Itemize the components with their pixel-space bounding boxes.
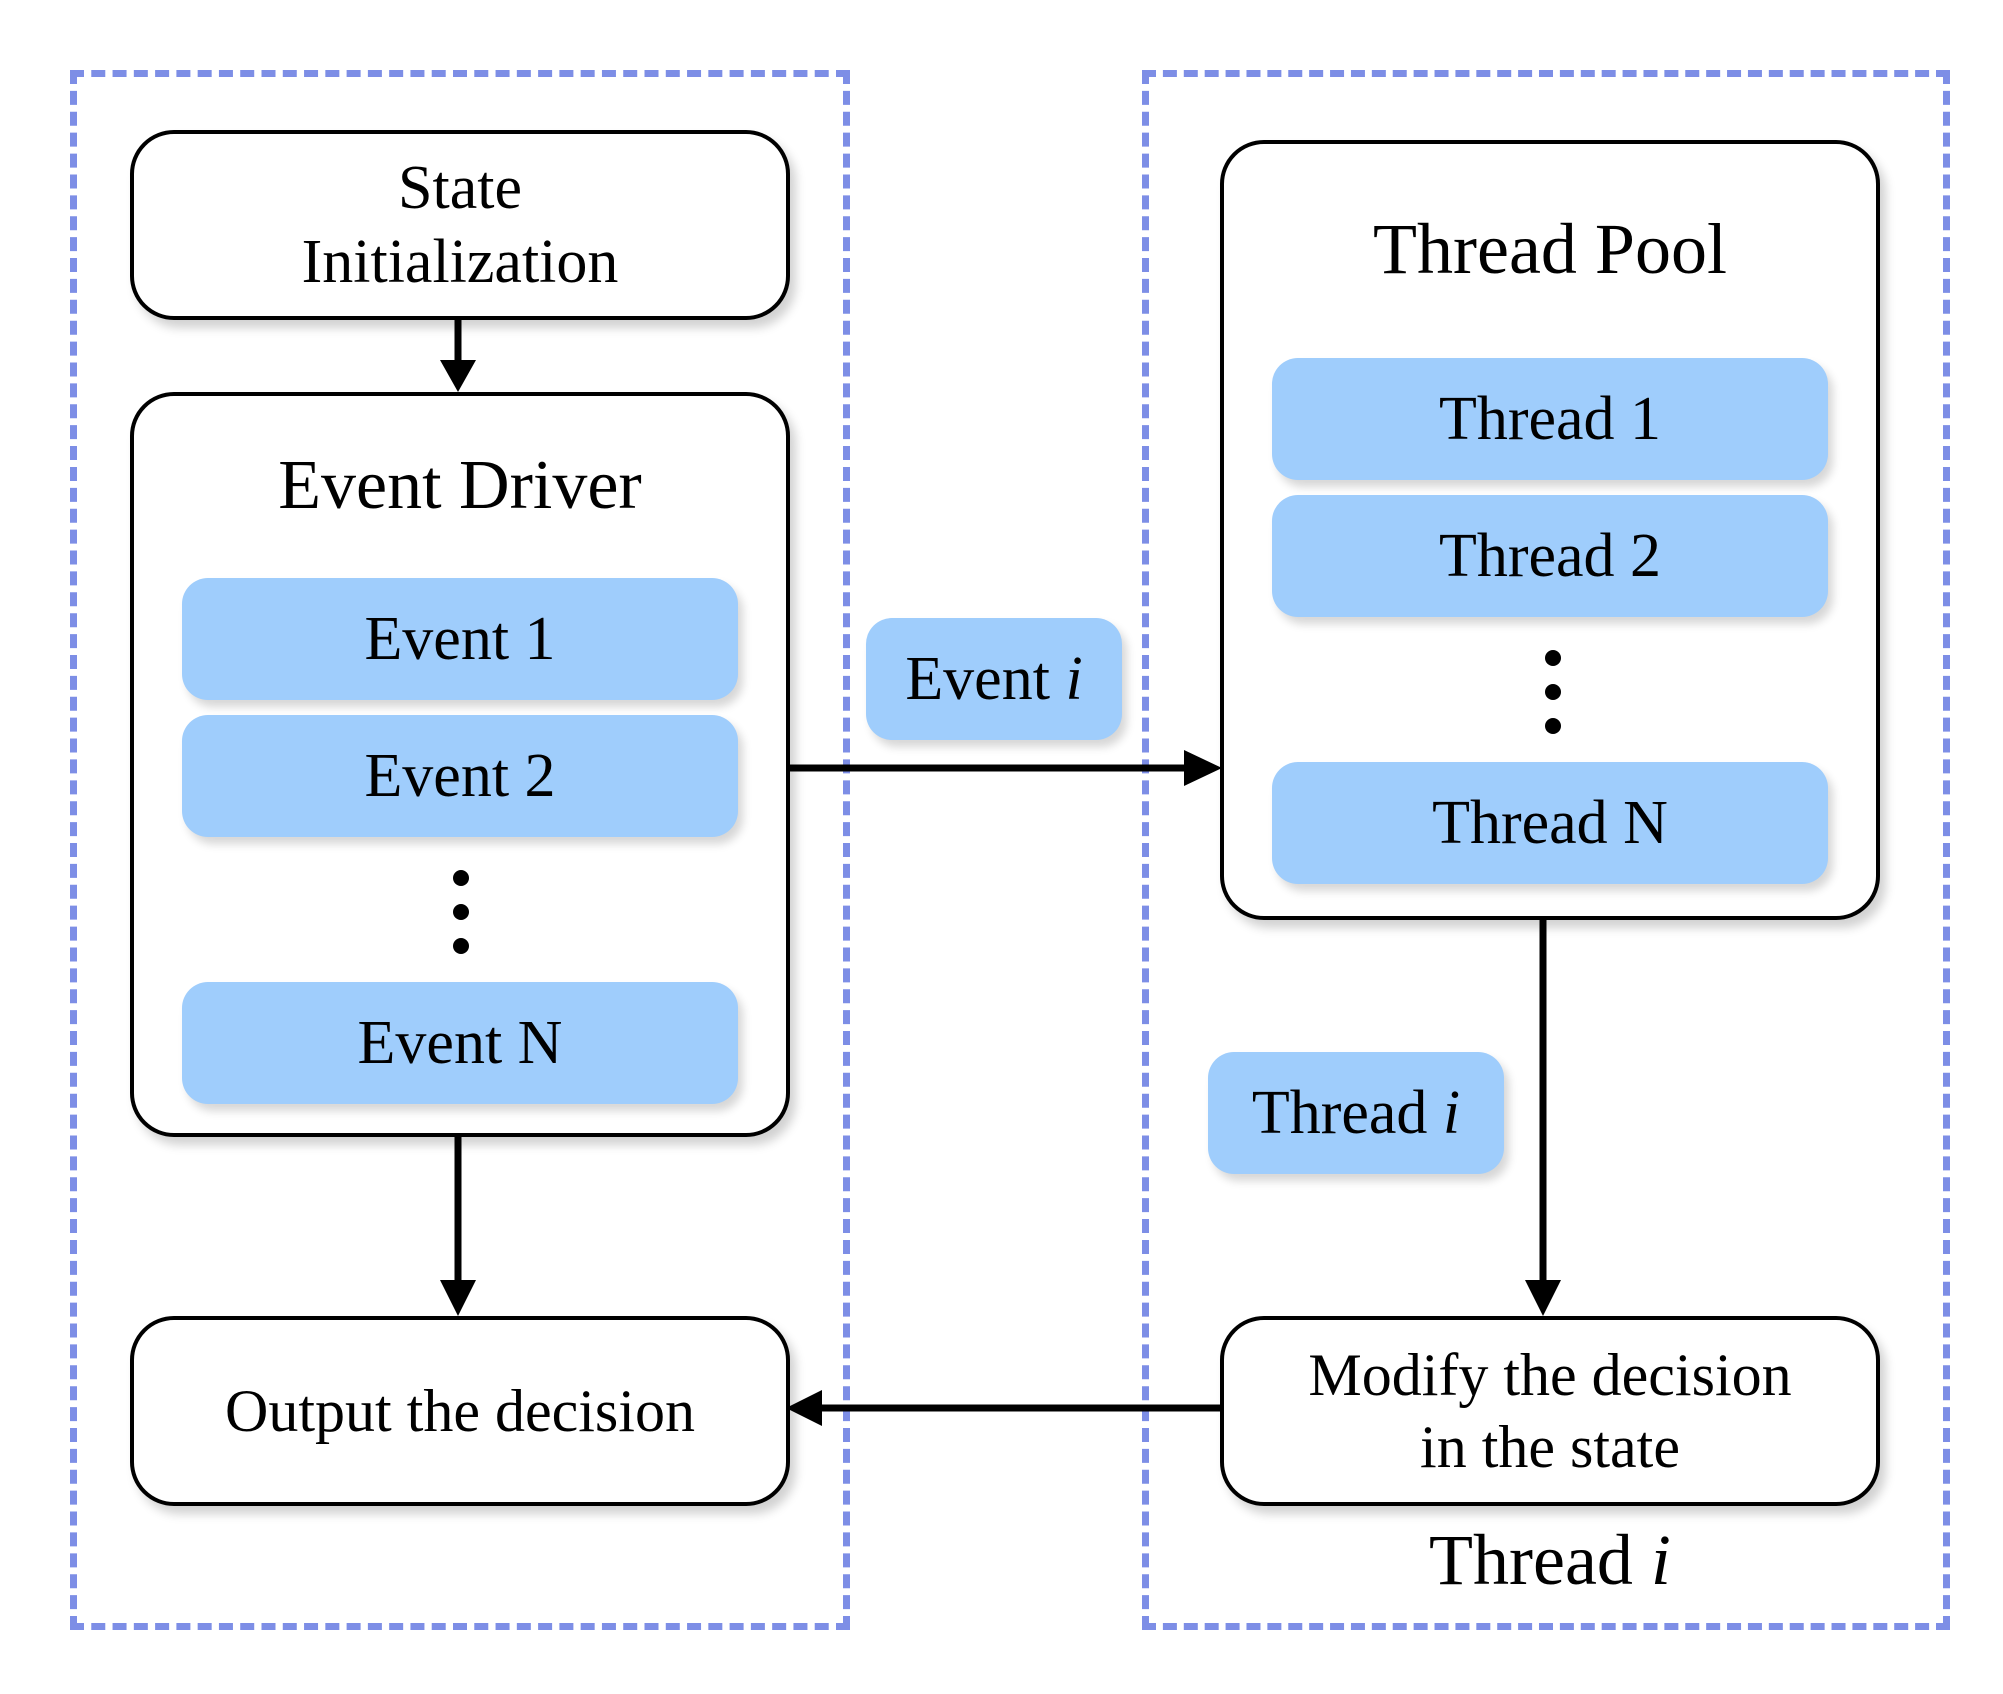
thread-i-label: Thread i bbox=[1208, 1052, 1504, 1174]
event-2-pill: Event 2 bbox=[182, 715, 738, 837]
thread-i-group-caption: Thread i bbox=[1300, 1515, 1800, 1605]
arrowhead-driver-to-pool bbox=[1184, 750, 1222, 786]
thread-i-caption-var: i bbox=[1650, 1519, 1671, 1600]
arrowhead-modify-to-output bbox=[786, 1390, 822, 1426]
state-initialization-box: State Initialization bbox=[130, 130, 790, 320]
thread-pool-title: Thread Pool bbox=[1373, 208, 1727, 289]
event-i-var: i bbox=[1065, 644, 1083, 713]
arrowhead-pool-to-modify bbox=[1525, 1280, 1561, 1316]
modify-line2: in the state bbox=[1420, 1414, 1680, 1480]
event-driver-title: Event Driver bbox=[278, 447, 642, 524]
thread-i-group bbox=[1142, 70, 1950, 1630]
event-1-pill: Event 1 bbox=[182, 578, 738, 700]
arrowhead-init-to-driver bbox=[440, 360, 476, 392]
thread-n-pill: Thread N bbox=[1272, 762, 1828, 884]
left-process-group bbox=[70, 70, 850, 1630]
output-decision-label: Output the decision bbox=[225, 1378, 695, 1444]
output-decision-box: Output the decision bbox=[130, 1316, 790, 1506]
modify-line1: Modify the decision bbox=[1308, 1342, 1792, 1408]
event-i-label: Event i bbox=[866, 618, 1122, 740]
event-ellipsis bbox=[453, 870, 469, 972]
state-init-line2: Initialization bbox=[301, 228, 619, 296]
thread-i-var: i bbox=[1442, 1078, 1461, 1147]
state-initialization-label: State Initialization bbox=[134, 134, 786, 316]
event-i-text: Event bbox=[905, 644, 1050, 713]
thread-i-text: Thread bbox=[1251, 1078, 1428, 1147]
modify-decision-label: Modify the decision in the state bbox=[1224, 1320, 1876, 1502]
thread-2-pill: Thread 2 bbox=[1272, 495, 1828, 617]
thread-1-pill: Thread 1 bbox=[1272, 358, 1828, 480]
modify-decision-box: Modify the decision in the state bbox=[1220, 1316, 1880, 1506]
arrowhead-driver-to-output bbox=[440, 1280, 476, 1316]
event-n-pill: Event N bbox=[182, 982, 738, 1104]
thread-ellipsis bbox=[1545, 650, 1561, 752]
thread-i-caption-text: Thread bbox=[1429, 1519, 1633, 1600]
state-init-line1: State bbox=[398, 153, 522, 222]
